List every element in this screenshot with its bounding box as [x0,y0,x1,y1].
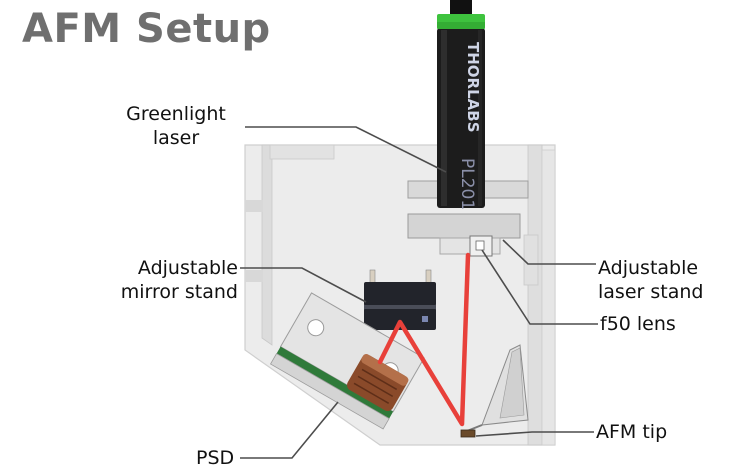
label-laser-stand-line1: Adjustable [598,257,699,279]
leader-afm-tip [475,431,594,437]
label-greenlight-laser: Greenlight laser [118,102,234,150]
label-f50-lens: f50 lens [600,313,676,335]
laser-brand-logo: THORLABS [464,42,482,133]
page-title: AFM Setup [22,6,271,52]
label-psd: PSD [196,447,235,469]
afm-tip-holder [460,344,529,438]
label-greenlight-laser-line2: laser [152,127,200,149]
label-adjustable-laser-stand: Adjustable laser stand [598,256,728,304]
label-laser-stand-line2: laser stand [598,281,704,303]
laser-beam-path [377,252,471,427]
label-afm-tip: AFM tip [596,421,668,443]
label-mirror-stand-line2: mirror stand [120,281,238,303]
laser-model-text: PL201 [457,158,477,210]
adjustable-mirror-stand [364,269,436,330]
label-greenlight-laser-line1: Greenlight [126,103,226,125]
leader-laser-stand [502,239,596,265]
greenlight-laser: THORLABS PL201 [437,0,485,210]
psd-copper-detector [347,354,409,412]
leader-mirror-stand [240,267,367,303]
f50-lens-holder [469,235,493,257]
leader-psd [240,401,339,459]
leader-f50-lens [481,249,598,325]
label-adjustable-mirror-stand: Adjustable mirror stand [104,256,238,304]
leader-greenlight-laser [245,126,447,173]
label-mirror-stand-line1: Adjustable [137,257,238,279]
leader-lines [240,126,598,459]
